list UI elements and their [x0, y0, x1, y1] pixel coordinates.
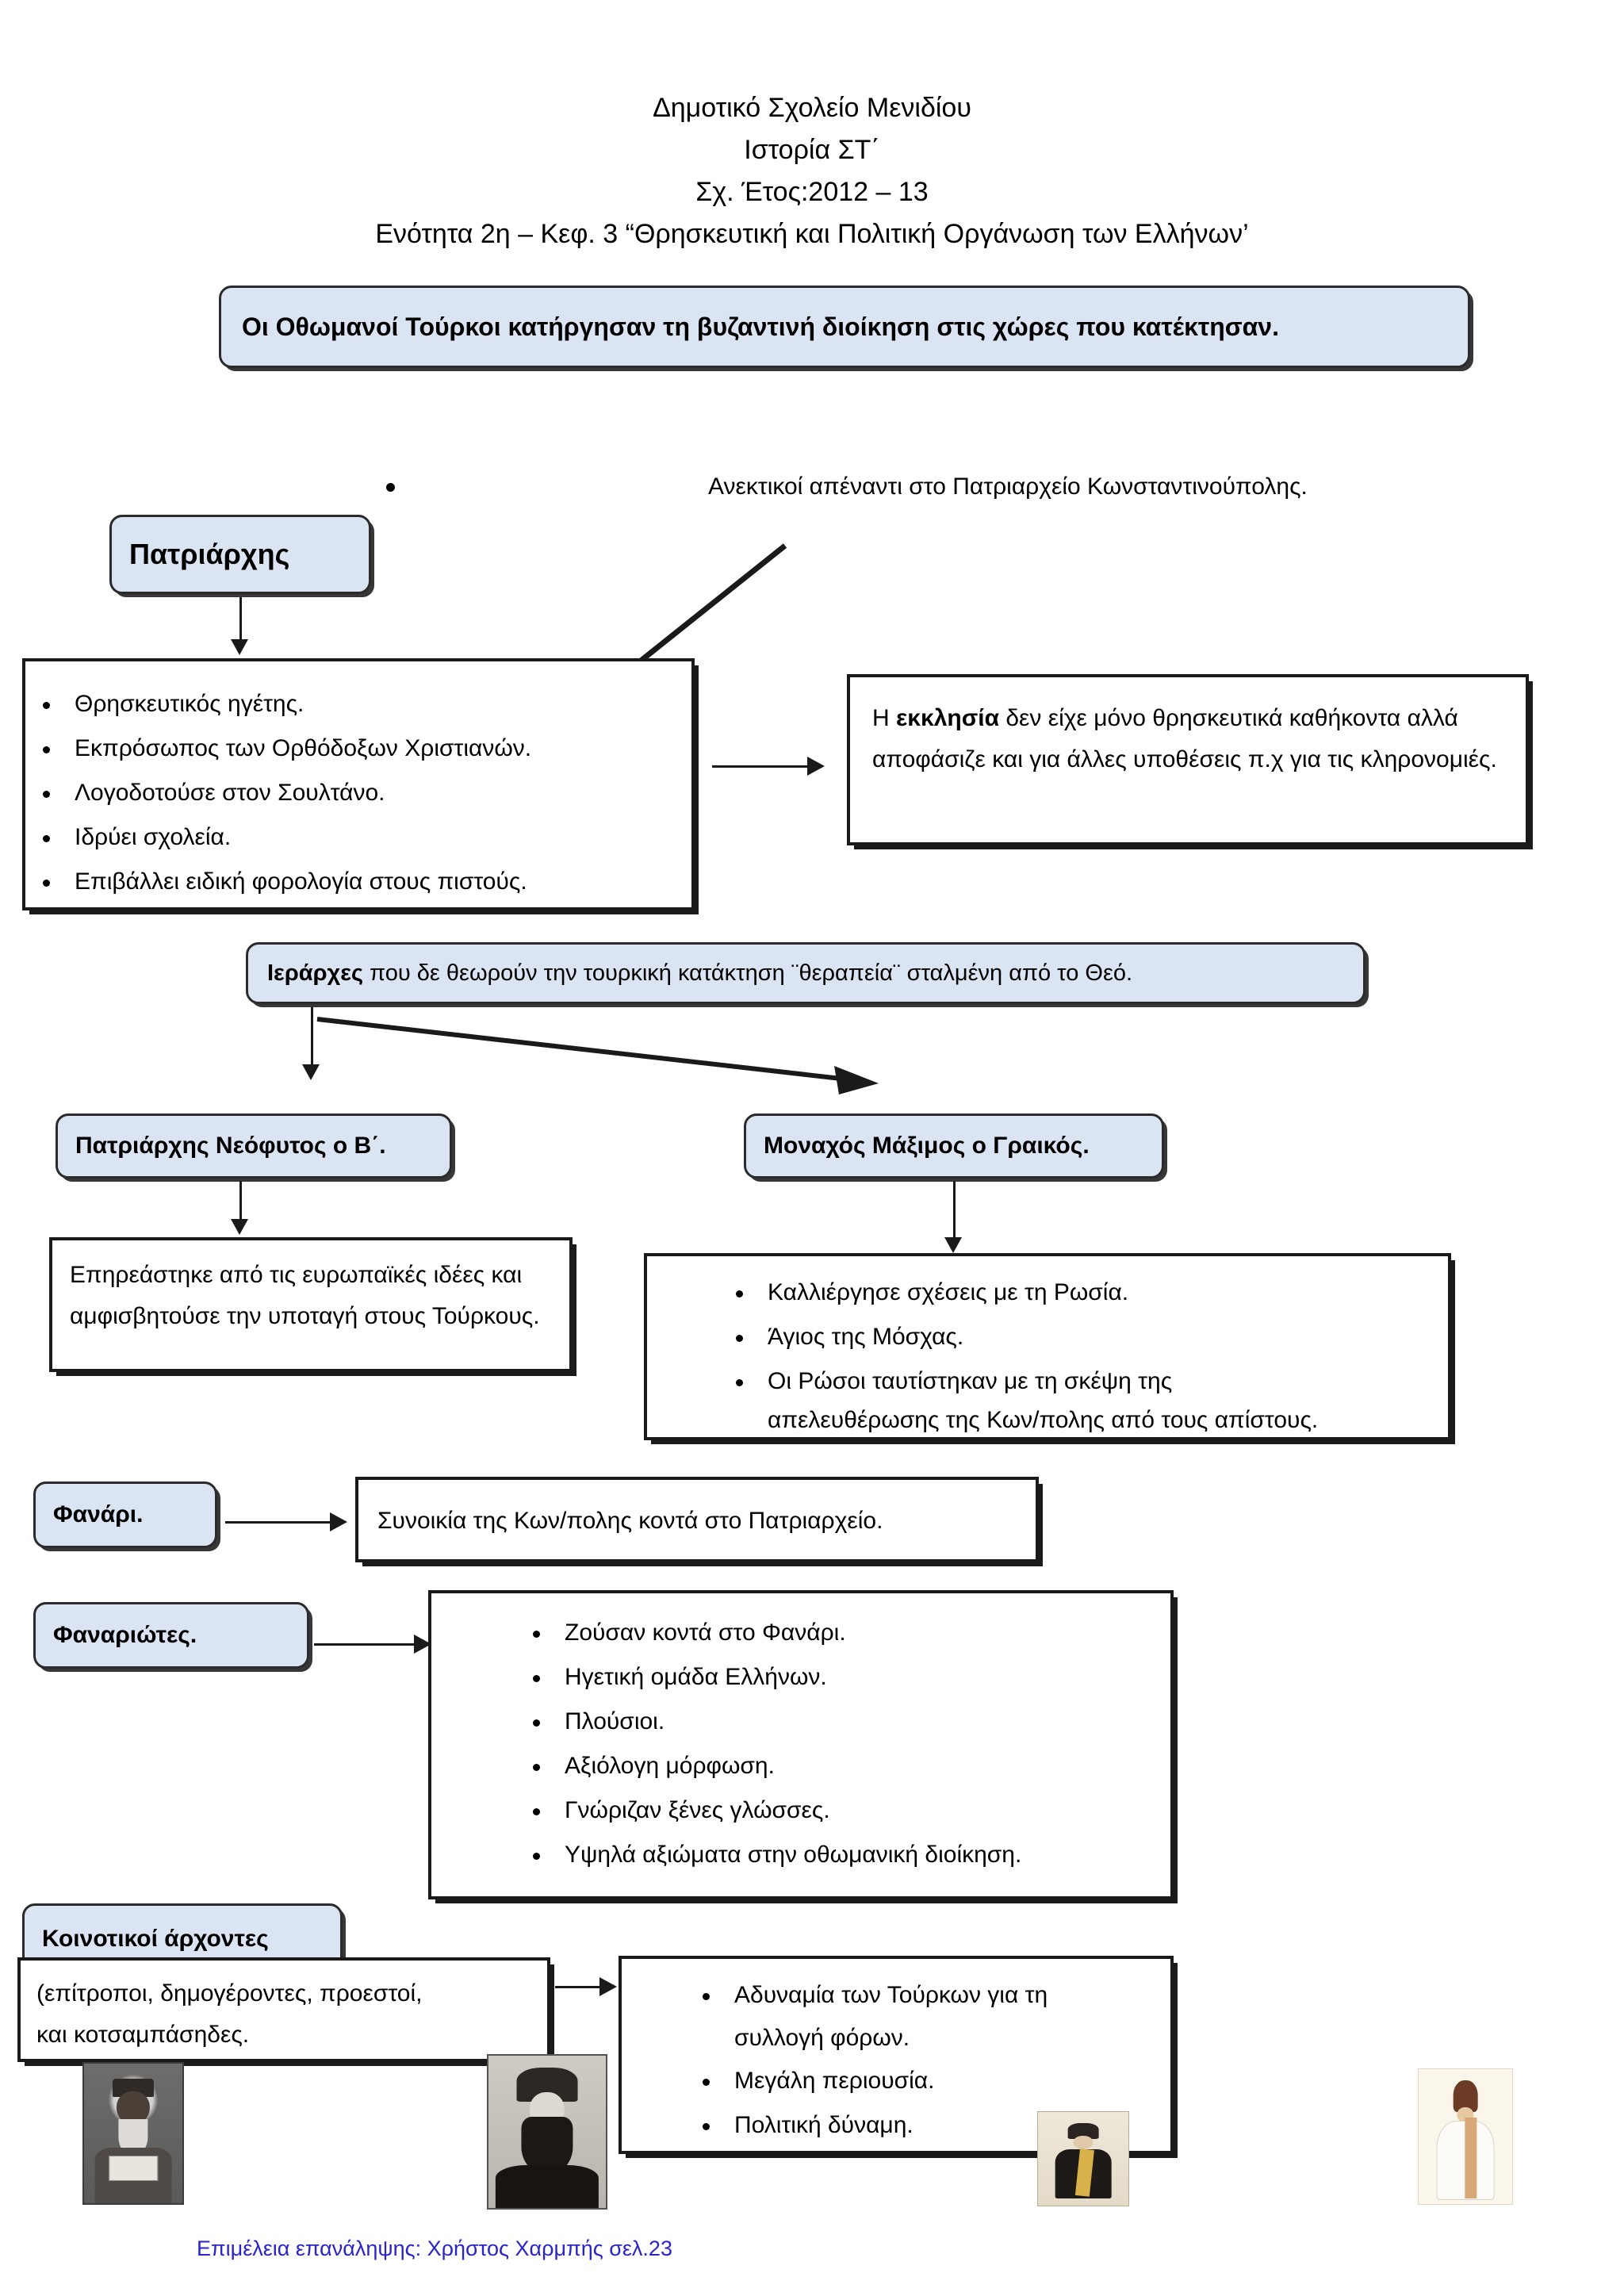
list-item: Υψηλά αξιώματα στην οθωμανική διοίκηση. — [515, 1833, 1170, 1877]
fanari-label-box: Φανάρι. — [33, 1481, 217, 1548]
maximos-details-box: Καλλιέργησε σχέσεις με τη Ρωσία. Άγιος τ… — [644, 1253, 1451, 1440]
maximos-bullet-continuation: απελευθέρωσης της Κων/πολης από τους απί… — [768, 1407, 1319, 1433]
connector-fanari-right — [225, 1521, 335, 1524]
arrowhead-rulers-to-power — [599, 1977, 617, 1996]
header-school-year: Σχ. Έτος:2012 – 13 — [695, 177, 929, 207]
watercolor-sash-shape — [1465, 2118, 1477, 2199]
fanari-description-text: Συνοικία της Κων/πολης κοντά στο Πατριαρ… — [377, 1508, 883, 1534]
arrowhead-neofytos-down — [231, 1219, 248, 1235]
neofytos-label-text: Πατριάρχης Νεόφυτος ο Β΄. — [75, 1133, 386, 1159]
list-item: Οι Ρώσοι ταυτίστηκαν με τη σκέψη της — [718, 1359, 1448, 1404]
list-item: Αξιόλογη μόρφωση. — [515, 1744, 1170, 1788]
footer-credit: Επιμέλεια επανάληψης: Χρήστος Χαρμπής σε… — [197, 2237, 672, 2260]
list-item: Θρησκευτικός ηγέτης. — [25, 682, 691, 726]
hierarchs-bar-text: Ιεράρχες που δε θεωρούν την τουρκική κατ… — [267, 960, 1132, 987]
list-item: Άγιος της Μόσχας. — [718, 1315, 1448, 1359]
watercolor-hat-shape — [1453, 2079, 1478, 2113]
church-text-rest: δεν είχε μόνο θρησκευτικά καθήκοντα αλλά… — [872, 705, 1497, 772]
connector-maximos-down — [953, 1181, 956, 1243]
icon-book-shape — [109, 2156, 158, 2182]
church-role-box: Η εκκλησία δεν είχε μόνο θρησκευτικά καθ… — [847, 674, 1529, 845]
list-item: Ηγετική ομάδα Ελλήνων. — [515, 1655, 1170, 1700]
patriarch-duties-list: Θρησκευτικός ηγέτης. Εκπρόσωπος των Ορθό… — [25, 682, 691, 904]
header-unit-chapter: Ενότητα 2η – Κεφ. 3 “Θρησκευτική και Πολ… — [375, 219, 1249, 249]
turkish-weakness-list-2: Μεγάλη περιουσία. Πολιτική δύναμη. — [622, 2059, 1170, 2148]
church-role-text: Η εκκλησία δεν είχε μόνο θρησκευτικά καθ… — [850, 677, 1526, 780]
local-rulers-description-text: (επίτροποι, δημογέροντες, προεστοί, και … — [21, 1961, 438, 2056]
connector-fanariotes-right — [314, 1643, 419, 1646]
connector-rulers-to-power — [555, 1986, 604, 1988]
maximos-icon-image — [82, 2062, 184, 2205]
connector-neofytos-down — [239, 1181, 242, 1224]
hierarchs-bold-word: Ιεράρχες — [267, 960, 364, 986]
maximos-bullet-list: Καλλιέργησε σχέσεις με τη Ρωσία. Άγιος τ… — [647, 1271, 1448, 1404]
hierarchs-bar-box: Ιεράρχες που δε θεωρούν την τουρκική κατ… — [246, 942, 1365, 1004]
painting-head-shape — [1073, 2135, 1094, 2150]
phanariot-painting-image — [1037, 2111, 1129, 2206]
arrowhead-maximos-down — [944, 1237, 962, 1253]
fanariotes-bullet-list: Ζούσαν κοντά στο Φανάρι. Ηγετική ομάδα Ε… — [431, 1611, 1170, 1877]
list-item: Αδυναμία των Τούρκων για τη — [685, 1973, 1170, 2018]
patriarch-duties-box: Θρησκευτικός ηγέτης. Εκπρόσωπος των Ορθό… — [22, 658, 695, 910]
connector-patriarch-down — [239, 597, 242, 645]
header-school-name: Δημοτικό Σχολείο Μενιδίου — [653, 93, 971, 123]
church-text-bold: εκκλησία — [896, 705, 1000, 731]
list-item: Πολιτική δύναμη. — [685, 2103, 1170, 2148]
list-item: Λογοδοτούσε στον Σουλτάνο. — [25, 771, 691, 815]
list-item: Πλούσιοι. — [515, 1700, 1170, 1744]
local-rulers-description-box: (επίτροποι, δημογέροντες, προεστοί, και … — [17, 1957, 550, 2062]
patriarch-label-text: Πατριάρχης — [129, 538, 290, 570]
fanari-description-box: Συνοικία της Κων/πολης κοντά στο Πατριαρ… — [355, 1477, 1039, 1562]
phanariot-watercolor-image — [1418, 2068, 1513, 2205]
turkish-weakness-list: Αδυναμία των Τούρκων για τη — [622, 1973, 1170, 2018]
icon-hat-shape — [112, 2079, 155, 2098]
neofytos-description-text: Επηρεάστηκε από τις ευρωπαϊκές ιδέες και… — [70, 1262, 540, 1329]
document-header: Δημοτικό Σχολείο Μενιδίου Ιστορία ΣΤ΄ Σχ… — [0, 87, 1624, 255]
arrowhead-hierarchs-left — [302, 1064, 320, 1080]
neofytos-description-box: Επηρεάστηκε από τις ευρωπαϊκές ιδέες και… — [49, 1237, 573, 1372]
title-statement-box: Οι Οθωμανοί Τούρκοι κατήργησαν τη βυζαντ… — [219, 286, 1470, 368]
tolerance-note-text: Ανεκτικοί απέναντι στο Πατριαρχείο Κωνστ… — [708, 473, 1308, 500]
local-rulers-label-text: Κοινοτικοί άρχοντες — [42, 1926, 269, 1952]
painting-hat-shape — [1067, 2123, 1099, 2140]
neofytos-label-box: Πατριάρχης Νεόφυτος ο Β΄. — [56, 1114, 452, 1179]
fanariotes-label-text: Φαναριώτες. — [53, 1622, 197, 1648]
arrowhead-duties-to-church — [807, 757, 825, 776]
photo-beard-shape — [521, 2116, 573, 2175]
list-item: Γνώριζαν ξένες γλώσσες. — [515, 1788, 1170, 1833]
arrow-hierarchs-to-maximos — [316, 1017, 879, 1094]
turkish-weakness-continuation: συλλογή φόρων. — [734, 2025, 910, 2051]
list-item: Καλλιέργησε σχέσεις με τη Ρωσία. — [718, 1271, 1448, 1315]
arrowhead-fanariotes-right — [414, 1635, 431, 1654]
hierarchs-rest-text: που δε θεωρούν την τουρκική κατάκτηση ¨θ… — [363, 960, 1133, 986]
fanariotes-label-box: Φαναριώτες. — [33, 1602, 309, 1669]
patriarch-label-box: Πατριάρχης — [109, 515, 371, 594]
maximos-label-text: Μοναχός Μάξιμος ο Γραικός. — [764, 1133, 1090, 1159]
neofytos-photo-image — [487, 2054, 607, 2210]
title-statement-text: Οι Οθωμανοί Τούρκοι κατήργησαν τη βυζαντ… — [242, 312, 1279, 341]
header-subject: Ιστορία ΣΤ΄ — [744, 135, 880, 165]
list-item: Εκπρόσωπος των Ορθόδοξων Χριστιανών. — [25, 726, 691, 771]
connector-hierarchs-left — [311, 1007, 313, 1069]
arrowhead-patriarch-down — [231, 639, 248, 655]
local-rulers-line1: (επίτροποι, δημογέροντες, προεστοί, — [36, 1980, 423, 2007]
icon-head-shape — [116, 2091, 151, 2125]
maximos-label-box: Μοναχός Μάξιμος ο Γραικός. — [744, 1114, 1164, 1179]
list-item: Ιδρύει σχολεία. — [25, 815, 691, 860]
list-item: Ζούσαν κοντά στο Φανάρι. — [515, 1611, 1170, 1655]
fanariotes-details-box: Ζούσαν κοντά στο Φανάρι. Ηγετική ομάδα Ε… — [428, 1590, 1174, 1899]
arrowhead-fanari-right — [330, 1512, 347, 1531]
connector-duties-to-church — [712, 765, 812, 768]
church-text-lead: Η — [872, 705, 896, 731]
list-item: Μεγάλη περιουσία. — [685, 2059, 1170, 2103]
tolerance-bullet-dot — [386, 483, 395, 492]
photo-body-shape — [495, 2165, 599, 2208]
local-rulers-line2: και κοτσαμπάσηδες. — [36, 2022, 250, 2048]
list-item: Επιβάλλει ειδική φορολογία στους πιστούς… — [25, 860, 691, 904]
fanari-label-text: Φανάρι. — [53, 1501, 144, 1527]
